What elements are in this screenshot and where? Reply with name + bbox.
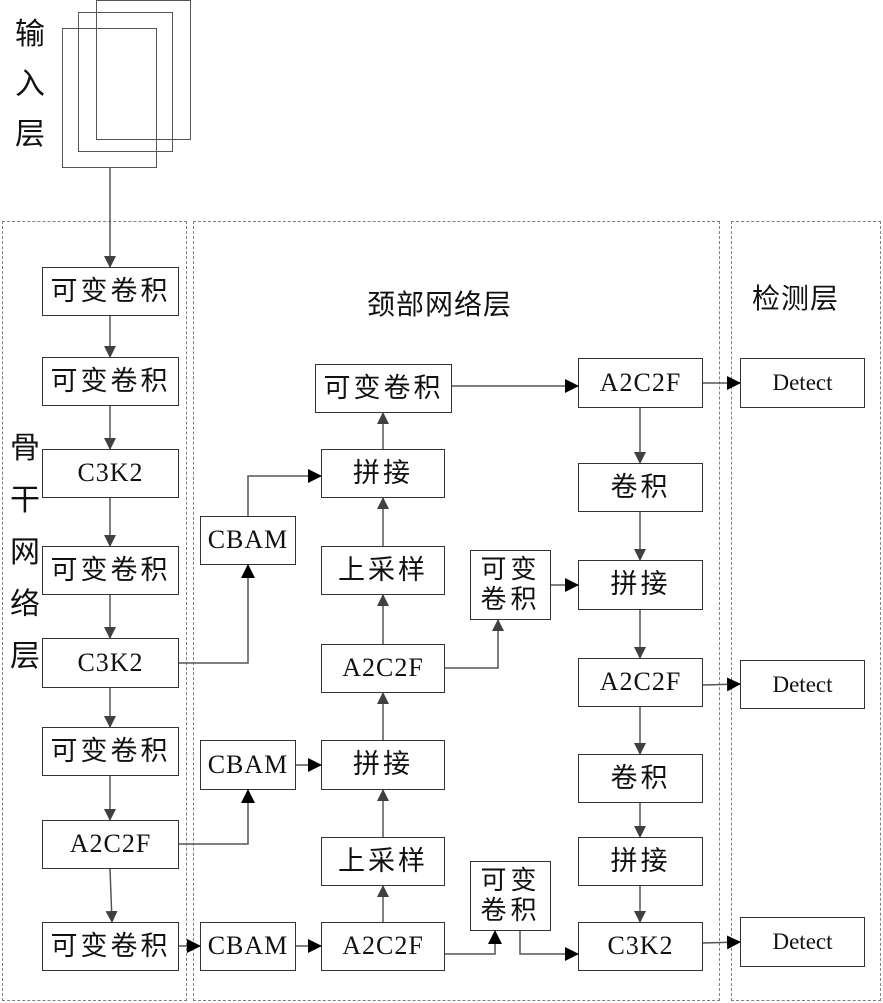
neck-c3k2[interactable]: C3K2 bbox=[578, 922, 703, 971]
detect-head-3[interactable]: Detect bbox=[740, 917, 865, 967]
input-image-2 bbox=[78, 12, 173, 152]
input-layer-label: 输 入 层 bbox=[13, 10, 47, 160]
node-label: 卷积 bbox=[610, 762, 671, 793]
detect-frame bbox=[731, 221, 881, 1001]
node-label: 可变卷积 bbox=[50, 554, 171, 585]
neck-conv-2[interactable]: 卷积 bbox=[578, 754, 703, 803]
node-label: 拼接 bbox=[610, 845, 671, 876]
backbone-a2c2f[interactable]: A2C2F bbox=[42, 820, 179, 869]
node-label: 拼接 bbox=[610, 569, 671, 600]
node-label: A2C2F bbox=[599, 667, 682, 697]
detect-head-1[interactable]: Detect bbox=[740, 358, 865, 408]
neck-a2c2f-3[interactable]: A2C2F bbox=[578, 358, 703, 408]
node-label: A2C2F bbox=[342, 653, 424, 683]
neck-a2c2f-4[interactable]: A2C2F bbox=[578, 658, 703, 707]
detect-head-2[interactable]: Detect bbox=[740, 660, 865, 709]
neck-dconv-top[interactable]: 可变卷积 bbox=[315, 364, 452, 413]
neck-dconv-side-2[interactable]: 可变卷积 bbox=[470, 861, 551, 931]
node-label: 可变卷积 bbox=[50, 735, 171, 766]
node-label: 可变卷积 bbox=[480, 866, 541, 925]
node-label: 可变卷积 bbox=[50, 365, 171, 396]
node-label: 卷积 bbox=[610, 471, 671, 502]
neck-dconv-side-1[interactable]: 可变卷积 bbox=[470, 550, 551, 620]
backbone-label: 骨 干 网 络 层 bbox=[8, 423, 42, 683]
node-label: Detect bbox=[772, 370, 833, 396]
backbone-dconv-4[interactable]: 可变卷积 bbox=[42, 727, 179, 776]
node-label: 可变卷积 bbox=[50, 930, 171, 961]
label-char: 输 bbox=[15, 18, 45, 51]
label-char: 入 bbox=[15, 68, 45, 101]
node-label: C3K2 bbox=[77, 647, 144, 677]
node-label: C3K2 bbox=[607, 931, 674, 961]
node-label: 可变卷积 bbox=[50, 275, 171, 306]
node-label: Detect bbox=[772, 671, 833, 697]
node-label: CBAM bbox=[207, 931, 289, 961]
node-label: 拼接 bbox=[353, 457, 413, 488]
node-label: 上采样 bbox=[338, 845, 428, 876]
cbam-1[interactable]: CBAM bbox=[200, 516, 296, 565]
label-char: 络 bbox=[10, 588, 40, 621]
backbone-dconv-5[interactable]: 可变卷积 bbox=[42, 922, 179, 971]
node-label: 可变卷积 bbox=[480, 555, 541, 614]
neck-concat-4[interactable]: 拼接 bbox=[578, 837, 703, 886]
neck-concat-3[interactable]: 拼接 bbox=[578, 560, 703, 610]
node-label: CBAM bbox=[207, 525, 289, 555]
neck-concat-1[interactable]: 拼接 bbox=[321, 449, 445, 498]
node-label: A2C2F bbox=[342, 931, 424, 961]
neck-a2c2f-1[interactable]: A2C2F bbox=[321, 644, 445, 693]
neck-conv-1[interactable]: 卷积 bbox=[578, 463, 703, 512]
neck-a2c2f-2[interactable]: A2C2F bbox=[321, 922, 445, 971]
input-image-3 bbox=[96, 0, 191, 140]
node-label: A2C2F bbox=[599, 367, 682, 397]
neck-title: 颈部网络层 bbox=[367, 290, 513, 321]
input-image-1 bbox=[62, 28, 157, 168]
node-label: A2C2F bbox=[69, 829, 152, 859]
neck-concat-2[interactable]: 拼接 bbox=[321, 740, 445, 790]
node-label: C3K2 bbox=[77, 458, 144, 488]
backbone-c3k2-2[interactable]: C3K2 bbox=[42, 638, 179, 688]
label-char: 层 bbox=[10, 640, 40, 673]
node-label: 可变卷积 bbox=[323, 372, 444, 403]
label-char: 层 bbox=[15, 118, 45, 151]
cbam-3[interactable]: CBAM bbox=[200, 922, 296, 971]
backbone-dconv-1[interactable]: 可变卷积 bbox=[42, 267, 179, 316]
node-label: 上采样 bbox=[338, 554, 428, 585]
node-label: CBAM bbox=[207, 749, 289, 779]
node-label: Detect bbox=[772, 929, 833, 955]
neck-upsample-2[interactable]: 上采样 bbox=[321, 837, 445, 886]
backbone-dconv-2[interactable]: 可变卷积 bbox=[42, 357, 179, 406]
label-char: 骨 bbox=[10, 432, 40, 465]
cbam-2[interactable]: CBAM bbox=[200, 740, 296, 790]
node-label: 拼接 bbox=[353, 749, 413, 780]
label-char: 网 bbox=[10, 536, 40, 569]
backbone-dconv-3[interactable]: 可变卷积 bbox=[42, 546, 179, 595]
detect-title: 检测层 bbox=[752, 284, 840, 315]
backbone-c3k2-1[interactable]: C3K2 bbox=[42, 449, 179, 498]
label-char: 干 bbox=[10, 484, 40, 517]
neck-upsample-1[interactable]: 上采样 bbox=[321, 546, 445, 595]
